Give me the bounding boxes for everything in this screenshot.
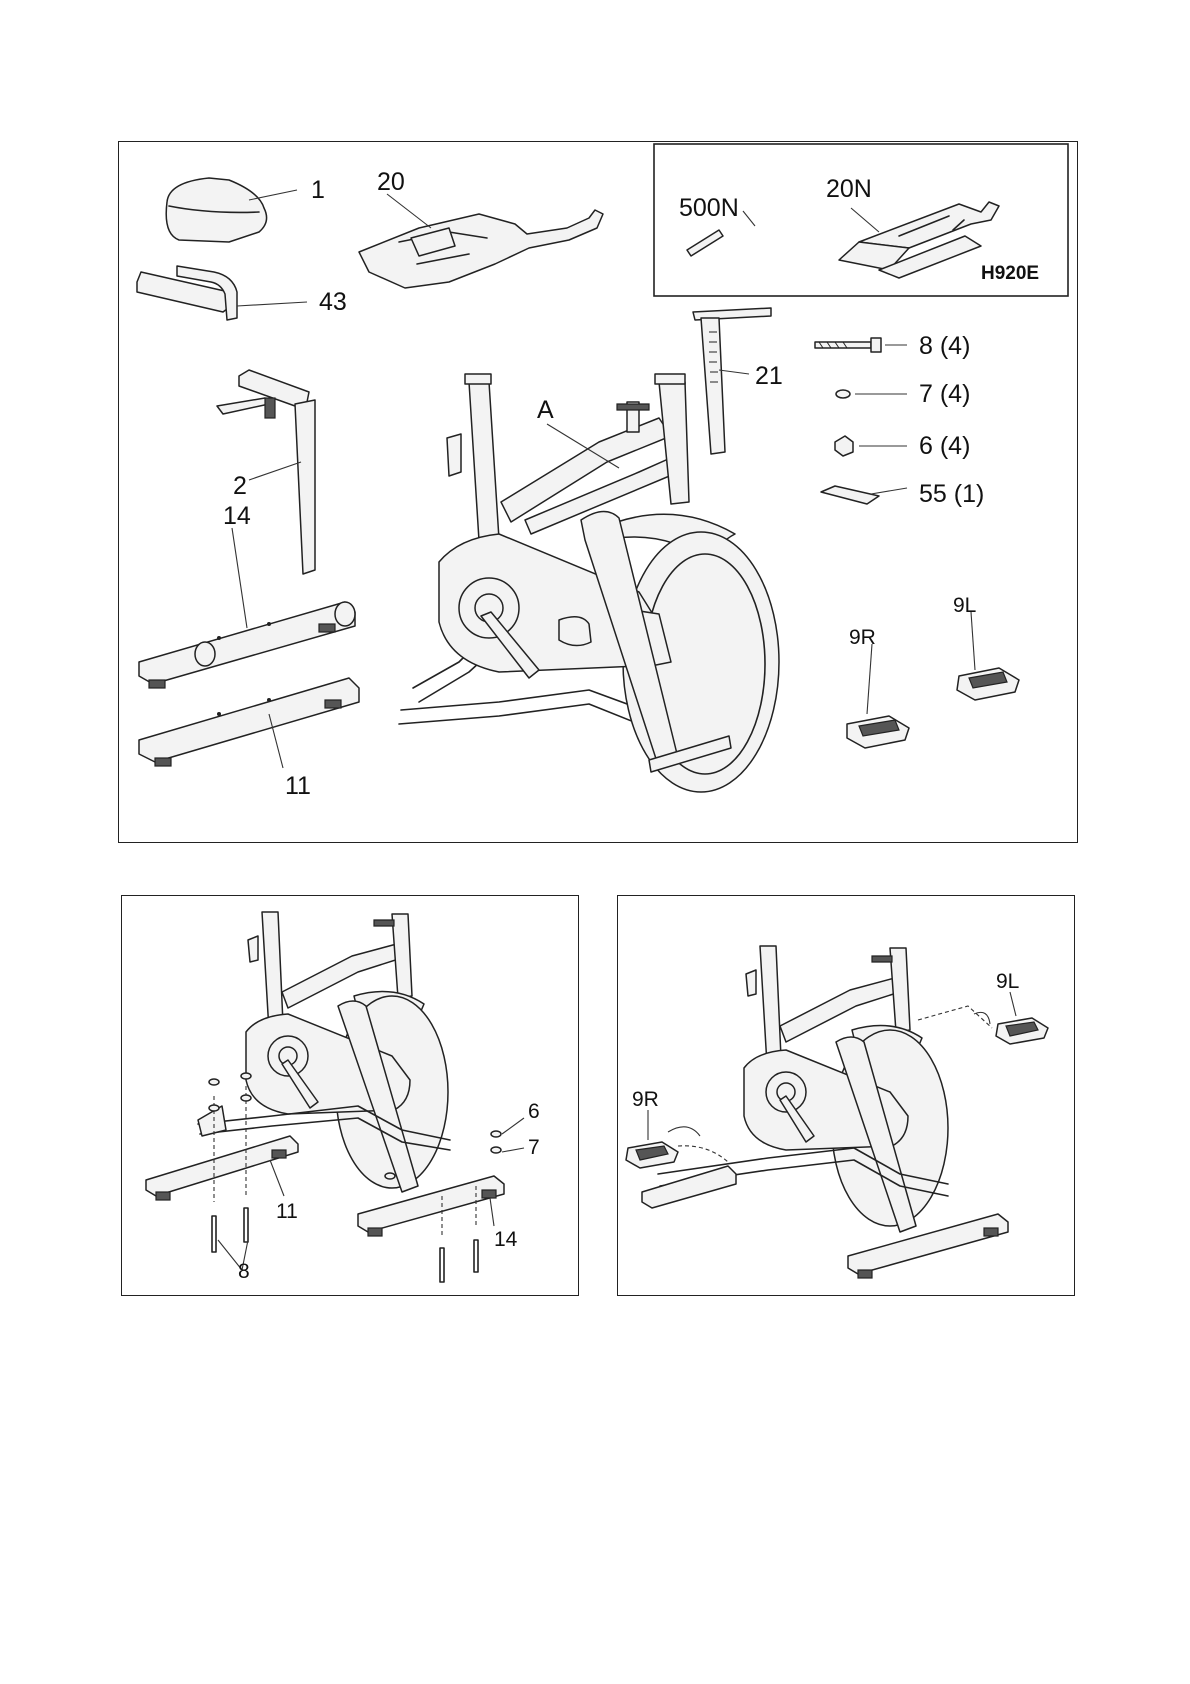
part-11-rear-stabilizer-drawing (139, 678, 359, 766)
step1-stabilizer-panel: 6 7 11 14 8 (121, 895, 579, 1296)
label-9L: 9L (996, 970, 1019, 993)
label-500N: 500N (679, 194, 739, 222)
hardware-label-7: 7 (4) (919, 380, 970, 408)
part-43-seat-slider-drawing (137, 266, 237, 320)
label-14: 14 (494, 1228, 518, 1251)
label-7: 7 (528, 1136, 540, 1159)
label-11: 11 (285, 772, 311, 800)
part-20-handlebar-drawing (359, 210, 603, 288)
label-21: 21 (755, 362, 783, 390)
label-A: A (537, 396, 554, 424)
label-11: 11 (276, 1200, 298, 1223)
hardware-label-8: 8 (4) (919, 332, 970, 360)
label-2: 2 (233, 472, 247, 500)
bike-frame-drawing (198, 912, 450, 1192)
label-9R: 9R (849, 626, 876, 649)
part-55-wrench-drawing (821, 486, 879, 504)
parts-overview-panel: 500N 20N H920E 1 43 20 2 (118, 141, 1078, 843)
part-1-seat-drawing (166, 178, 266, 242)
label-1: 1 (311, 176, 325, 204)
part-6-nut-drawing (835, 436, 853, 456)
bike-assembled-drawing (642, 946, 1008, 1278)
label-9L: 9L (953, 594, 976, 617)
hardware-label-6: 6 (4) (919, 432, 970, 460)
label-20: 20 (377, 168, 405, 196)
stabilizer-11-drawing (146, 1136, 298, 1200)
step2-diagram: 9L 9R (618, 896, 1076, 1297)
step2-pedal-panel: 9L 9R (617, 895, 1075, 1296)
part-2-seat-post-drawing (217, 370, 315, 574)
hardware-label-55: 55 (1) (919, 480, 984, 508)
label-20N: 20N (826, 175, 872, 203)
label-6: 6 (528, 1100, 540, 1123)
part-8-bolt-drawing (815, 338, 881, 352)
label-14: 14 (223, 502, 251, 530)
part-14-front-stabilizer-drawing (139, 602, 355, 688)
variant-inset: 500N 20N H920E (654, 144, 1068, 296)
part-9L-left-pedal-drawing (957, 668, 1019, 700)
model-label: H920E (981, 263, 1039, 284)
label-9R: 9R (632, 1088, 659, 1111)
step1-diagram: 6 7 11 14 8 (122, 896, 580, 1297)
part-9R-right-pedal-drawing (847, 716, 909, 748)
part-7-washer-drawing (836, 390, 850, 398)
pedal-9L-drawing (996, 1018, 1048, 1044)
parts-diagram: 500N 20N H920E 1 43 20 2 (119, 142, 1079, 844)
pedal-9R-drawing (626, 1142, 678, 1168)
label-8: 8 (238, 1260, 250, 1283)
label-43: 43 (319, 288, 347, 316)
